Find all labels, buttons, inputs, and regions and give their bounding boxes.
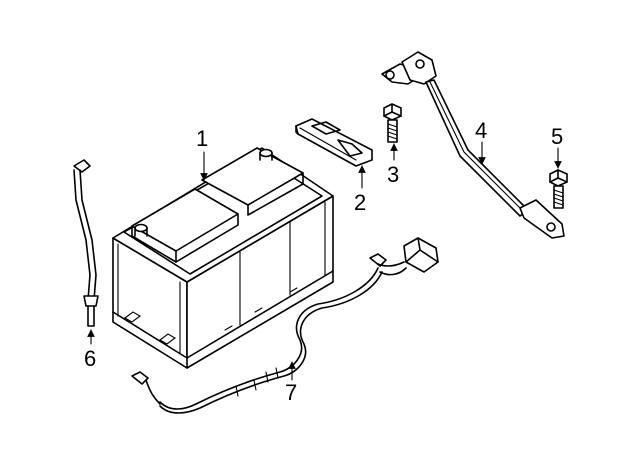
callout-6: 6 xyxy=(84,346,97,371)
callout-4: 4 xyxy=(475,118,488,143)
battery[interactable] xyxy=(112,147,334,369)
callout-3: 3 xyxy=(387,162,400,187)
ground-cable[interactable] xyxy=(381,51,565,239)
bolt-5[interactable] xyxy=(549,169,568,209)
callout-5: 5 xyxy=(551,124,564,149)
vent-hose[interactable] xyxy=(73,159,99,327)
callout-2: 2 xyxy=(354,190,367,215)
leader-arrows xyxy=(87,141,562,381)
hold-down-bracket[interactable] xyxy=(295,118,373,167)
sensor-harness[interactable] xyxy=(131,237,439,414)
callout-1: 1 xyxy=(196,126,209,151)
callout-7: 7 xyxy=(285,380,298,405)
bolt-3[interactable] xyxy=(383,103,402,143)
